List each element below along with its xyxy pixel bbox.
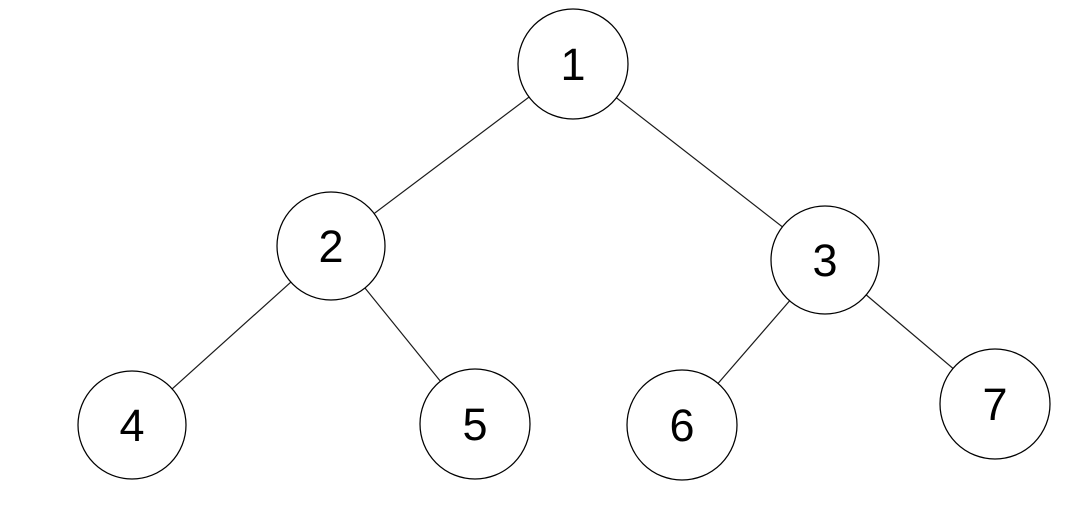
tree-node-4: 4 [77, 370, 187, 480]
tree-node-label-5: 5 [462, 399, 487, 450]
tree-node-circle-3 [770, 205, 880, 315]
tree-node-label-1: 1 [560, 39, 585, 90]
tree-node-2: 2 [276, 191, 386, 301]
tree-node-label-7: 7 [982, 379, 1007, 430]
tree-node-label-2: 2 [318, 221, 343, 272]
tree-node-label-6: 6 [669, 400, 694, 451]
tree-node-circle-2 [276, 191, 386, 301]
tree-node-circle-7 [939, 348, 1051, 460]
tree-node-circle-6 [626, 369, 738, 481]
tree-node-circle-5 [419, 368, 531, 480]
tree-node-3: 3 [770, 205, 880, 315]
tree-node-label-3: 3 [812, 235, 837, 286]
tree-node-5: 5 [419, 368, 531, 480]
tree-node-circle-1 [517, 8, 629, 120]
tree-node-circle-4 [77, 370, 187, 480]
tree-node-1: 1 [517, 8, 629, 120]
tree-node-label-4: 4 [119, 400, 144, 451]
tree-node-6: 6 [626, 369, 738, 481]
tree-node-7: 7 [939, 348, 1051, 460]
